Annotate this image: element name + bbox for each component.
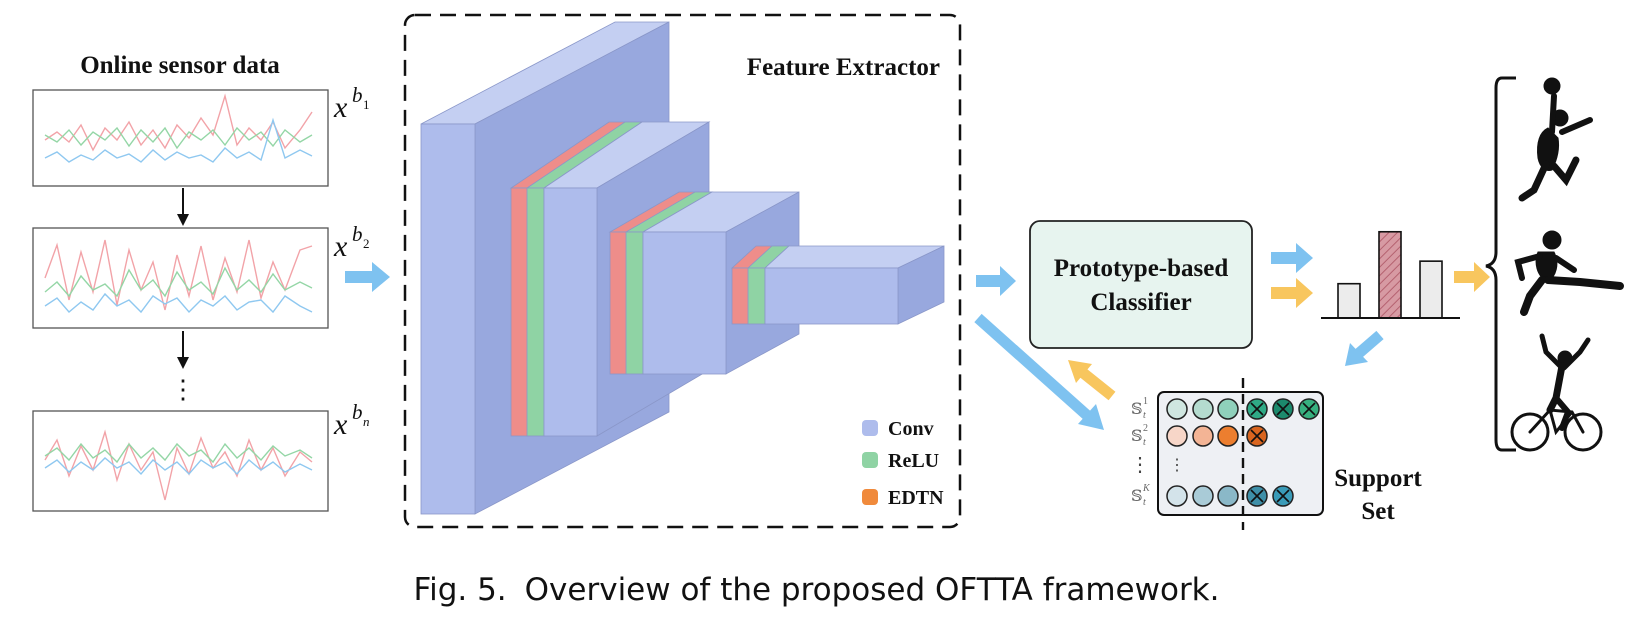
support-label-ellipsis: ⋮ (1130, 454, 1150, 476)
svg-text:K: K (1142, 483, 1151, 494)
sensor-window-3 (32, 410, 329, 512)
sensor-ellipsis: ⋮ (170, 375, 196, 404)
svg-text:b: b (352, 83, 363, 107)
histogram-to-support-arrow (1345, 330, 1384, 366)
svg-text:ReLU: ReLU (888, 450, 939, 472)
filtered-sample-icon (1246, 425, 1268, 447)
feature-extractor-title: Feature Extractor (747, 54, 940, 81)
cyclist-icon (1510, 333, 1603, 452)
svg-text:𝕊: 𝕊 (1131, 428, 1143, 445)
svg-text:x: x (333, 230, 348, 263)
support-row-label-2: 𝕊 2 t (1131, 423, 1148, 448)
support-to-classifier-arrow (1068, 360, 1116, 401)
filtered-sample-icon (1272, 398, 1294, 420)
basketball-player-icon (1518, 77, 1593, 202)
legend-edtn: EDTN (862, 487, 944, 509)
sensor-down-arrow-1 (177, 188, 189, 226)
support-row-k (1166, 485, 1294, 507)
filtered-sample-icon (1272, 485, 1294, 507)
support-set-label-line1: Support (1334, 465, 1422, 492)
support-row-label-k: 𝕊 K t (1131, 483, 1151, 508)
legend-edtn-swatch (862, 489, 878, 505)
conv-block-4 (730, 245, 945, 325)
svg-text:EDTN: EDTN (888, 487, 944, 509)
svg-text:2: 2 (363, 236, 370, 251)
support-inner-ellipsis: ⋮ (1169, 457, 1185, 474)
svg-text:2: 2 (1143, 423, 1148, 434)
svg-text:1: 1 (1143, 396, 1148, 407)
caption-label: Fig. 5. (413, 572, 507, 608)
svg-text:b: b (352, 222, 363, 246)
sensor-window-2 (32, 227, 329, 329)
svg-text:t: t (1143, 437, 1146, 448)
svg-text:t: t (1143, 497, 1146, 508)
histogram-bar (1419, 260, 1443, 319)
filtered-sample-icon (1298, 398, 1320, 420)
caption-text: Overview of the proposed OFTTA framework… (524, 572, 1220, 608)
svg-text:x: x (333, 408, 348, 441)
svg-text:1: 1 (363, 97, 370, 112)
sensor-title: Online sensor data (80, 52, 280, 79)
legend-conv: Conv (862, 418, 934, 440)
classifier-label-line1: Prototype-based (1054, 255, 1229, 282)
support-row-label-1: 𝕊 1 t (1131, 396, 1148, 421)
support-set-label-line2: Set (1361, 498, 1395, 525)
sensor-window-1 (32, 89, 329, 187)
classifier-label-line2: Classifier (1090, 289, 1191, 316)
svg-text:𝕊: 𝕊 (1131, 401, 1143, 418)
input-arrow (345, 262, 390, 292)
input-label-2: x b 2 (333, 222, 370, 263)
classifier-yellow-arrow (1271, 278, 1313, 308)
output-bracket (1485, 76, 1516, 452)
feature-extractor-box (403, 13, 962, 529)
histogram-bar (1378, 230, 1402, 319)
hurdler-icon (1514, 230, 1624, 316)
support-row-1 (1166, 398, 1320, 420)
filtered-sample-icon (1246, 485, 1268, 507)
legend-relu: ReLU (862, 450, 939, 472)
svg-text:t: t (1143, 410, 1146, 421)
prediction-histogram (1337, 230, 1443, 319)
sensor-down-arrow-2 (177, 331, 189, 369)
support-set-box (1157, 391, 1324, 516)
svg-text:Conv: Conv (888, 418, 934, 440)
extractor-to-support-arrow (974, 313, 1104, 430)
svg-text:b: b (352, 400, 363, 424)
prototype-classifier-box (1029, 220, 1253, 349)
legend-relu-swatch (862, 452, 878, 468)
svg-text:n: n (363, 414, 370, 429)
histogram-bar (1337, 282, 1361, 319)
figure-caption: Fig. 5. Overview of the proposed OFTTA fr… (0, 572, 1633, 608)
svg-text:x: x (333, 91, 348, 124)
input-label-1: x b 1 (333, 83, 370, 124)
output-arrow (1454, 262, 1490, 292)
classifier-blue-arrow (1271, 243, 1313, 273)
support-row-2 (1166, 425, 1268, 447)
legend-conv-swatch (862, 420, 878, 436)
input-label-n: x b n (333, 400, 370, 441)
svg-text:𝕊: 𝕊 (1131, 488, 1143, 505)
extractor-to-classifier-arrow (976, 266, 1016, 296)
filtered-sample-icon (1246, 398, 1268, 420)
